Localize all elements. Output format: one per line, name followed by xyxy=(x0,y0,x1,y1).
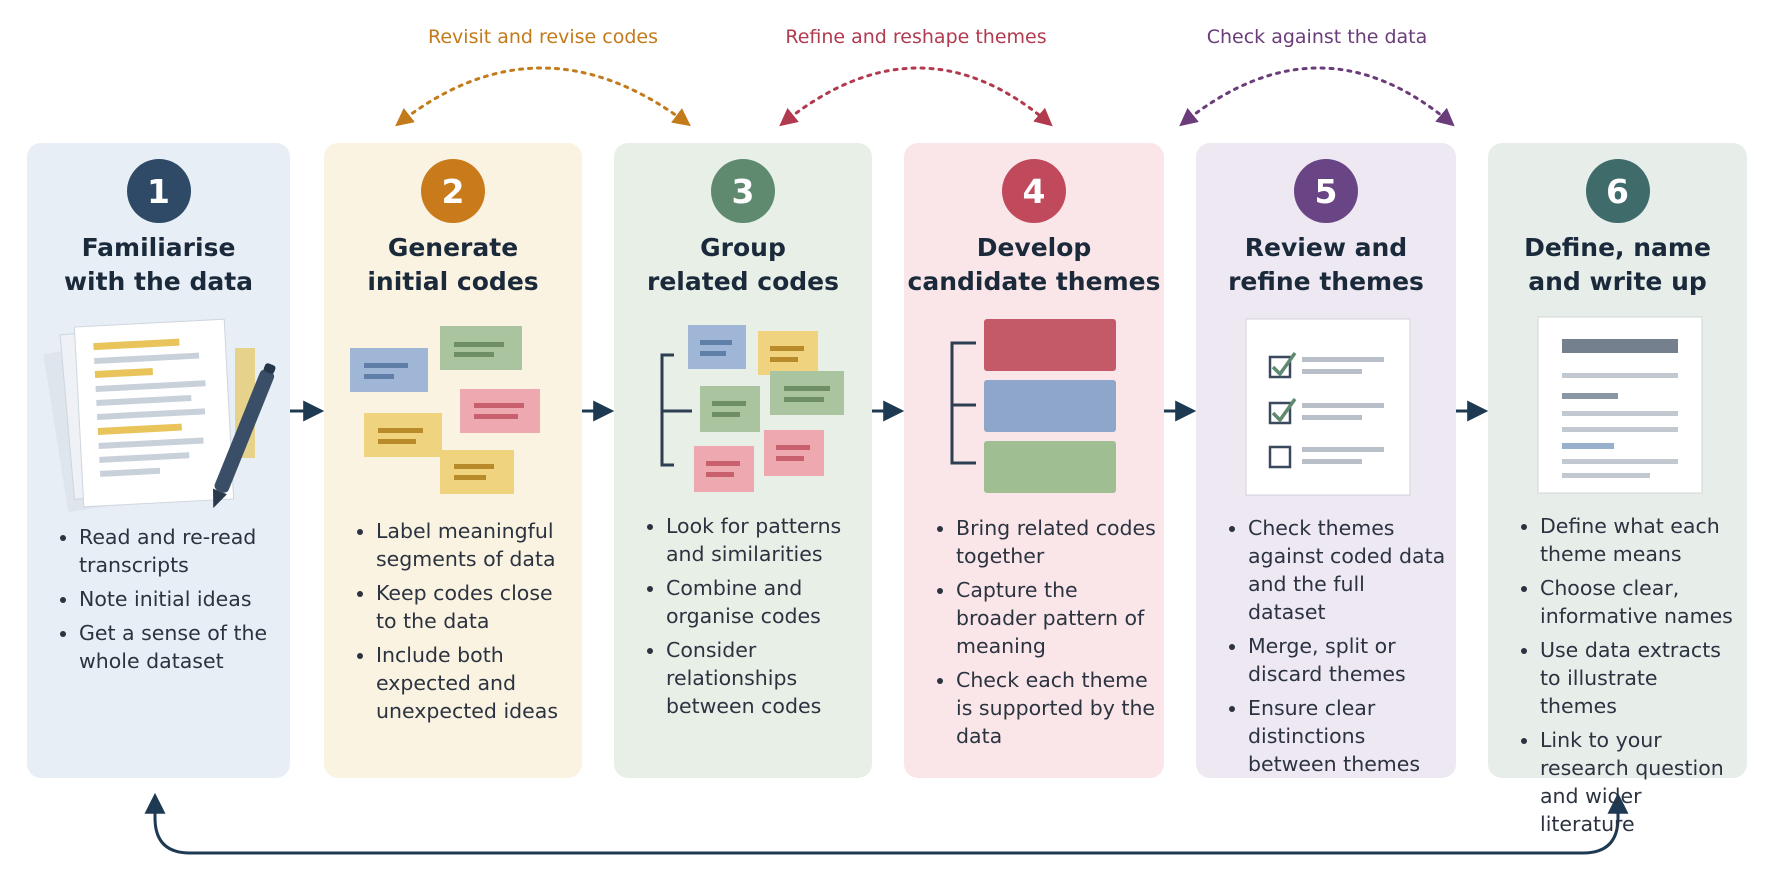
list-item: Read and re-read transcripts xyxy=(79,523,282,579)
step-bullets: Define what each theme means Choose clea… xyxy=(1512,512,1739,844)
step-number-badge: 4 xyxy=(1002,159,1066,223)
list-item: Capture the broader pattern of meaning xyxy=(956,576,1156,660)
list-item: Note initial ideas xyxy=(79,585,282,613)
step-bullets: Look for patterns and similarities Combi… xyxy=(638,512,864,726)
transcript-document-icon xyxy=(43,318,276,513)
step-number-badge: 2 xyxy=(421,159,485,223)
list-item: Include both expected and unexpected ide… xyxy=(376,641,574,725)
step-number-badge: 5 xyxy=(1294,159,1358,223)
step-bullets: Read and re-read transcripts Note initia… xyxy=(51,523,282,681)
list-item: Choose clear, informative names xyxy=(1540,574,1739,630)
loop-arrow-codes xyxy=(395,66,691,127)
loop-label-themes: Refine and reshape themes xyxy=(785,26,1047,48)
candidate-themes-icon xyxy=(950,319,1116,493)
loop-arrow-themes xyxy=(779,66,1053,127)
loop-label-data: Check against the data xyxy=(1206,26,1428,48)
step-number-badge: 3 xyxy=(711,159,775,223)
checklist-icon xyxy=(1245,318,1411,496)
report-document-icon xyxy=(1537,316,1703,494)
checkbox-checked-icon xyxy=(1268,397,1297,425)
step-bullets: Bring related codes together Capture the… xyxy=(928,514,1156,756)
list-item: Label meaningful segments of data xyxy=(376,517,574,573)
list-item: Bring related codes together xyxy=(956,514,1156,570)
step-number-badge: 1 xyxy=(126,159,191,223)
list-item: Check each theme is supported by the dat… xyxy=(956,666,1156,750)
checkbox-empty-icon xyxy=(1268,445,1292,469)
list-item: Consider relationships between codes xyxy=(666,636,864,720)
checkbox-checked-icon xyxy=(1268,351,1297,379)
step-bullets: Label meaningful segments of data Keep c… xyxy=(348,517,574,731)
list-item: Check themes against coded data and the … xyxy=(1248,514,1448,626)
list-item: Define what each theme means xyxy=(1540,512,1739,568)
list-item: Keep codes close to the data xyxy=(376,579,574,635)
list-item: Ensure clear distinctions between themes xyxy=(1248,694,1448,778)
list-item: Use data extracts to illustrate themes xyxy=(1540,636,1739,720)
return-arrow xyxy=(144,792,1629,855)
step-number-badge: 6 xyxy=(1585,159,1650,223)
list-item: Get a sense of the whole dataset xyxy=(79,619,282,675)
loop-label-codes: Revisit and revise codes xyxy=(428,26,658,48)
pen-icon xyxy=(213,363,276,509)
list-item: Link to your research question and wider… xyxy=(1540,726,1739,838)
grouped-codes-icon xyxy=(660,325,844,492)
list-item: Combine and organise codes xyxy=(666,574,864,630)
list-item: Merge, split or discard themes xyxy=(1248,632,1448,688)
list-item: Look for patterns and similarities xyxy=(666,512,864,568)
loop-arrow-data xyxy=(1179,66,1455,127)
step-bullets: Check themes against coded data and the … xyxy=(1220,514,1448,784)
code-notes-icon xyxy=(350,326,540,494)
